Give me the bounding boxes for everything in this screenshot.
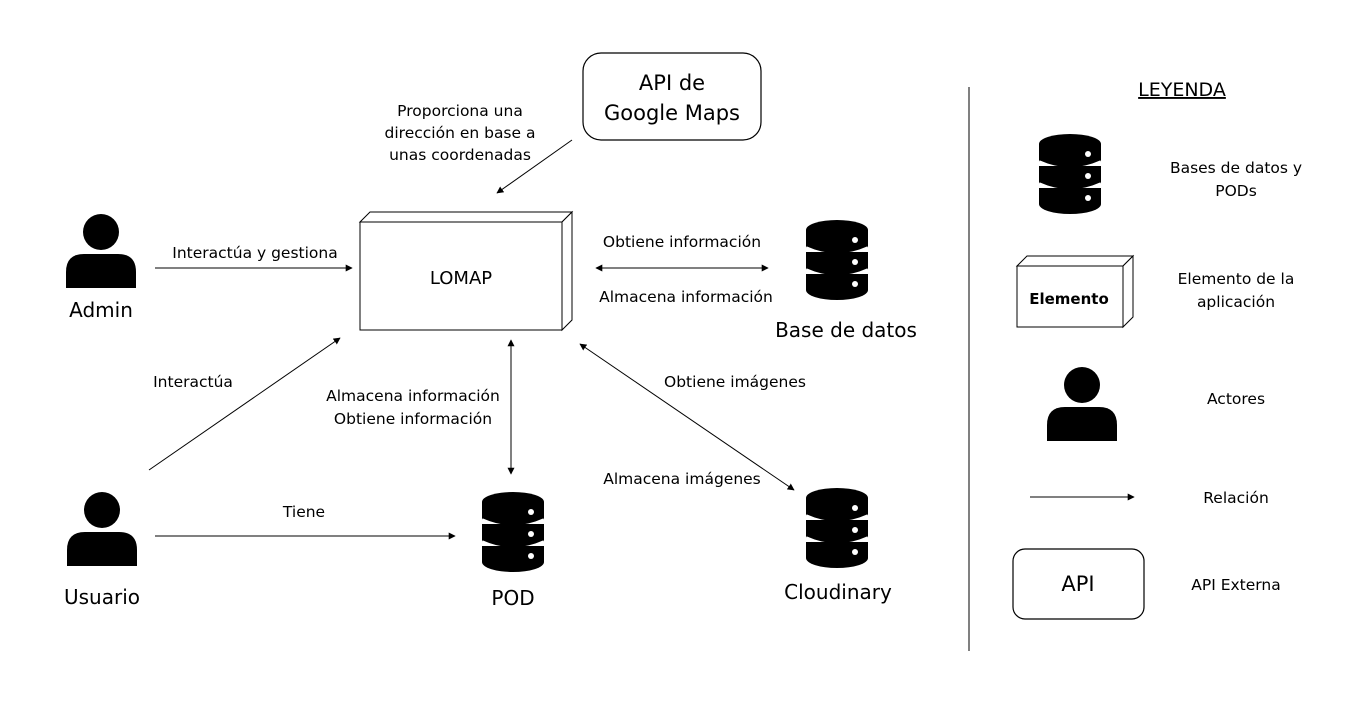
legend-api-box: API <box>1012 548 1145 620</box>
legend-title: LEYENDA <box>1138 79 1226 101</box>
google-maps-api-node: API de Google Maps <box>582 52 762 141</box>
usuario-pod-edge-label: Tiene <box>282 503 325 521</box>
legend-element-label-2: aplicación <box>1197 293 1275 311</box>
legend-element-label-1: Elemento de la <box>1178 270 1295 288</box>
admin-user-icon <box>66 214 136 288</box>
lomap-pod-label-2: Obtiene información <box>334 410 492 428</box>
usuario-label: Usuario <box>64 585 140 609</box>
legend-element-box-label: Elemento <box>1029 290 1109 308</box>
lomap-cloudinary-label-bottom: Almacena imágenes <box>603 470 761 488</box>
usuario-user-icon <box>67 492 137 566</box>
admin-edge-label: Interactúa y gestiona <box>172 244 337 262</box>
base-de-datos-label: Base de datos <box>775 318 917 342</box>
admin-actor: Admin <box>66 214 136 322</box>
google-to-lomap-arrow <box>496 139 573 194</box>
pod-node: POD <box>482 492 544 610</box>
lomap-cloudinary-arrow <box>579 343 795 491</box>
base-de-datos-node: Base de datos <box>775 220 917 342</box>
usuario-actor: Usuario <box>64 492 140 609</box>
lomap-label: LOMAP <box>430 268 492 289</box>
legend-relation-label: Relación <box>1203 489 1269 507</box>
lomap-pod-label-1: Almacena información <box>326 387 500 405</box>
lomap-db-label-bottom: Almacena información <box>599 288 773 306</box>
google-maps-api-line2: Google Maps <box>604 101 740 125</box>
legend-actors-label: Actores <box>1207 390 1265 408</box>
pod-database-icon <box>482 492 544 572</box>
legend-db-label-1: Bases de datos y <box>1170 159 1302 177</box>
google-edge-label-2: dirección en base a <box>385 124 536 142</box>
usuario-lomap-edge-label: Interactúa <box>153 373 233 391</box>
cloudinary-database-icon <box>806 488 868 568</box>
google-edge-label-1: Proporciona una <box>397 102 523 120</box>
google-maps-api-line1: API de <box>639 71 705 95</box>
legend: LEYENDA Bases de datos y PODs Elemento E… <box>1012 79 1302 620</box>
google-edge-label-3: unas coordenadas <box>389 146 531 164</box>
lomap-node: LOMAP <box>358 210 574 332</box>
legend-db-label-2: PODs <box>1215 182 1257 200</box>
legend-api-box-label: API <box>1061 572 1094 596</box>
cloudinary-label: Cloudinary <box>784 580 892 604</box>
legend-database-icon <box>1039 134 1101 214</box>
usuario-to-lomap-arrow <box>148 337 341 471</box>
cloudinary-node: Cloudinary <box>784 488 892 604</box>
pod-label: POD <box>491 586 534 610</box>
lomap-cloudinary-label-top: Obtiene imágenes <box>664 373 806 391</box>
legend-element-box: Elemento <box>1015 254 1135 329</box>
admin-label: Admin <box>69 298 133 322</box>
legend-actor-icon <box>1047 367 1117 441</box>
legend-api-label: API Externa <box>1191 576 1280 594</box>
base-de-datos-icon <box>806 220 868 300</box>
lomap-db-label-top: Obtiene información <box>603 233 761 251</box>
